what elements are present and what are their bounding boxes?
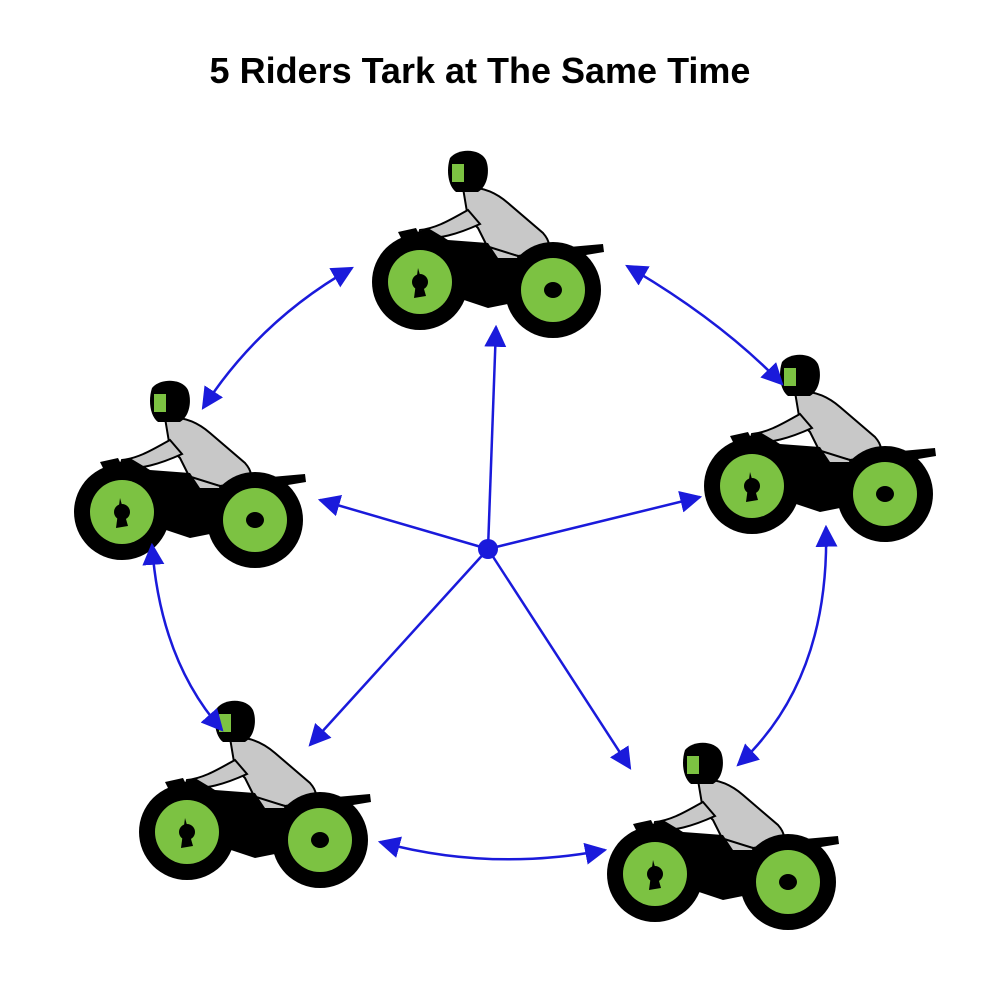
rider-right	[703, 353, 937, 543]
spoke-to-top	[484, 324, 507, 550]
spoke-to-right	[487, 491, 703, 551]
arc-bottom	[377, 836, 608, 865]
rider-bottom-left	[138, 699, 372, 889]
spoke-to-left	[317, 494, 489, 551]
spoke-to-bottom-right	[486, 548, 632, 770]
arc-right-bottomright	[736, 524, 838, 767]
diagram-title: 5 Riders Tark at The Same Time	[209, 50, 751, 91]
rider-bottom-right	[606, 741, 840, 931]
spoke-to-bottom-left	[308, 548, 489, 747]
arc-top-right	[625, 264, 784, 386]
arc-top-left	[201, 266, 354, 410]
rider-left	[73, 379, 307, 569]
arc-left-bottomleft	[142, 542, 224, 732]
rider-top	[371, 149, 605, 339]
